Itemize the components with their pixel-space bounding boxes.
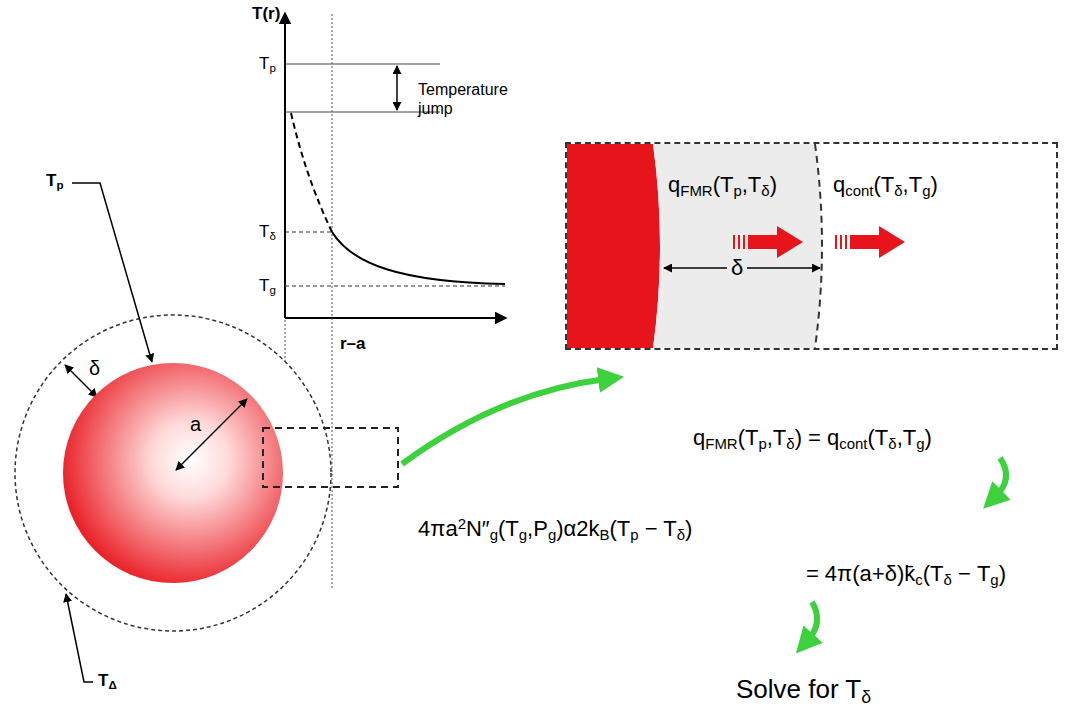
zoom-box: qFMR(Tp,Tδ) qcont(Tδ,Tg) δ [565,142,1058,350]
knudsen-layer [653,144,822,348]
equation: qFMR(Tp,Tδ) = qcont(Tδ,Tg) [693,425,932,451]
heat-flux-arrow [835,226,905,258]
dotted-guide [332,14,333,590]
tick-label: Tδ [259,222,276,242]
flux-label: qcont(Tδ,Tg) [833,172,938,198]
particle-sphere: a [63,363,283,583]
step-arrow [808,602,817,640]
outer-shell [15,315,331,631]
y-axis [284,14,286,318]
particle-surface [567,144,660,348]
level-line [285,112,440,113]
tick-label: Tp [259,54,276,74]
radius-label: a [190,412,201,436]
zoom-arrow [402,379,606,464]
particle-body [63,363,283,583]
layer-thickness: δ [727,255,747,281]
flux-label: qFMR(Tp,Tδ) [668,172,777,198]
zoom-region [263,428,398,487]
leader-line [72,183,152,362]
step-arrow [996,458,1006,496]
tick-label: Tg [259,276,276,296]
heat-flux-arrow [733,226,803,258]
zoom-illustration [567,144,1056,348]
layer-thickness: δ [89,356,100,380]
instruction: Solve for Tδ [736,674,871,705]
level-dashed [285,285,505,286]
radius-arrow [176,399,247,470]
leader-line [66,594,93,682]
x-axis [285,317,505,319]
temperature-curve-dashed [291,113,332,232]
dotted-guide [285,320,286,362]
temperature-label: TΔ [98,671,117,691]
axis-label: r–a [340,334,366,354]
sphere-illustration [63,363,283,583]
axis-label: T(r) [252,4,280,24]
layer-boundary [815,144,822,348]
equation: 4πa2N″g(Tg,Pg)α2kB(Tp − Tδ) = 4π(a+δ)k̄c… [418,506,1006,596]
jump-arrow [396,66,398,110]
level-dashed [285,231,332,232]
temperature-label: Tp [46,171,63,191]
level-line [285,64,440,65]
annotation: Temperature jump [418,80,522,118]
temperature-curve [332,232,505,284]
